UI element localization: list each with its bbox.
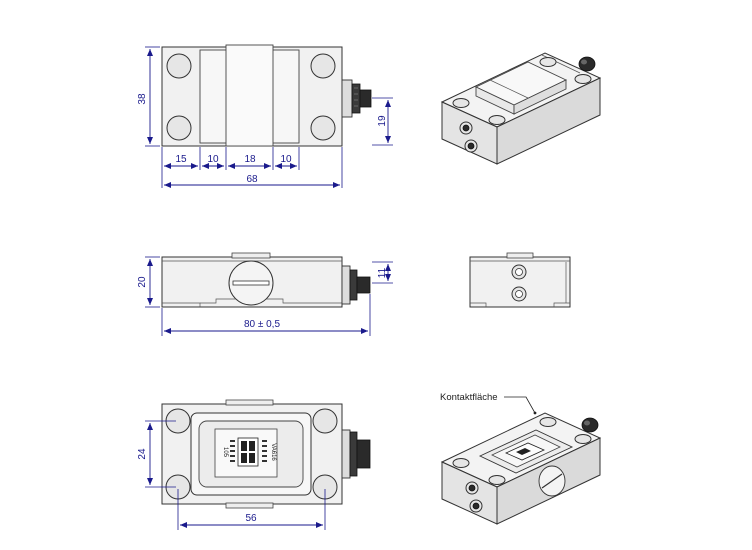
bottom-view: VA616 105 24 56 bbox=[137, 399, 371, 530]
side-view-connector bbox=[341, 265, 371, 305]
chip-label-105: 105 bbox=[222, 447, 228, 458]
top-view-hole bbox=[166, 53, 192, 79]
iso-view-top bbox=[440, 52, 602, 165]
dim-front-total-width: 68 bbox=[246, 174, 258, 185]
dim-bottom-hole-spacing-h: 56 bbox=[245, 513, 257, 524]
dim-front-height: 38 bbox=[137, 93, 148, 105]
bottom-view-connector bbox=[341, 429, 371, 479]
dim-front-seg-3: 18 bbox=[244, 154, 256, 165]
top-view-hole bbox=[310, 115, 336, 141]
top-view: 38 19 15 10 18 10 68 bbox=[137, 44, 393, 188]
top-view-center-top bbox=[225, 44, 274, 147]
top-view-hole bbox=[310, 53, 336, 79]
dim-side-height: 20 bbox=[137, 276, 148, 288]
dim-front-seg-4: 10 bbox=[280, 154, 292, 165]
label-contact-surface: Kontaktfläche bbox=[440, 392, 498, 403]
chip-label-va616: VA616 bbox=[270, 443, 276, 461]
top-view-hole bbox=[166, 115, 192, 141]
sensor-chip: VA616 105 bbox=[214, 428, 278, 478]
end-view bbox=[469, 252, 571, 308]
iso-view-bottom: Kontaktfläche bbox=[440, 392, 602, 525]
dim-side-length: 80 ± 0,5 bbox=[244, 319, 281, 330]
dim-bottom-hole-spacing-v: 24 bbox=[137, 448, 148, 460]
dim-front-connector-height: 19 bbox=[377, 115, 388, 127]
top-view-connector bbox=[341, 79, 372, 118]
dim-front-seg-1: 15 bbox=[175, 154, 187, 165]
dim-side-connector-height: 11 bbox=[377, 267, 388, 278]
dim-front-seg-2: 10 bbox=[207, 154, 219, 165]
side-view: 20 11 80 ± 0,5 bbox=[137, 252, 393, 336]
